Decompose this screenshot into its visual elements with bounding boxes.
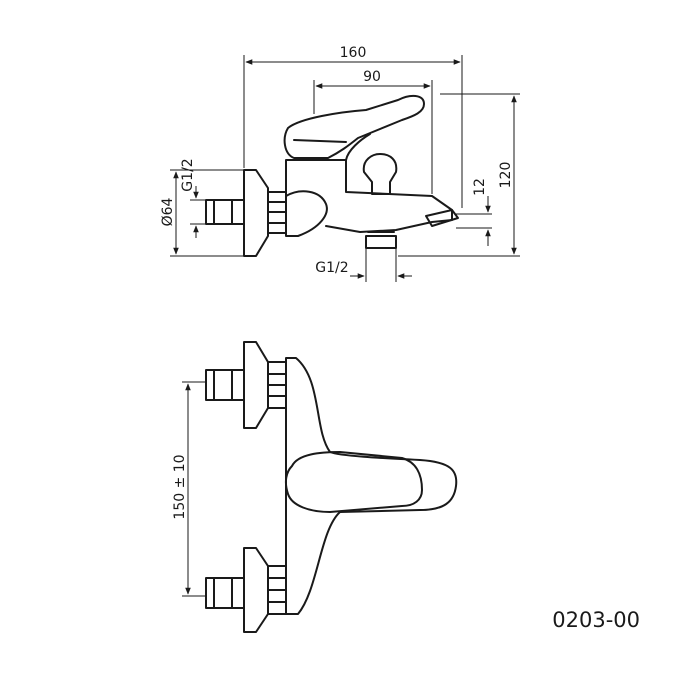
lower-inlet-connector [205,577,245,609]
dim-spout-offset: 90 [363,69,381,85]
dim-inlet-spacing: 150 ± 10 [172,454,188,519]
dim-spout-height: 12 [472,178,488,196]
upper-inlet-connector [205,369,245,401]
lower-flange [243,547,269,633]
lever-handle-top [284,451,423,513]
lower-hex-nut [267,565,287,615]
dim-outlet-thread: G1/2 [315,260,348,276]
side-view: 160 90 120 12 Ø64 G1/2 G1/2 [160,45,520,282]
dim-flange-diameter: Ø64 [160,197,176,226]
top-view: 150 ± 10 [172,341,458,633]
upper-hex-nut [267,361,287,409]
upper-flange [243,341,269,429]
diverter-knob [362,153,398,195]
hex-nut [267,191,287,234]
mixer-body [285,190,328,237]
spout-aerator [425,209,459,227]
dim-total-length: 160 [340,45,367,61]
shower-outlet [365,231,397,249]
lever-handle [283,94,425,159]
mixer-body-top [285,357,458,615]
inlet-connector [205,199,245,225]
body-outline [285,159,453,233]
dim-total-height: 120 [498,162,514,189]
product-code: 0203-00 [552,608,640,632]
wall-flange [243,169,269,257]
dim-inlet-thread: G1/2 [180,158,196,191]
